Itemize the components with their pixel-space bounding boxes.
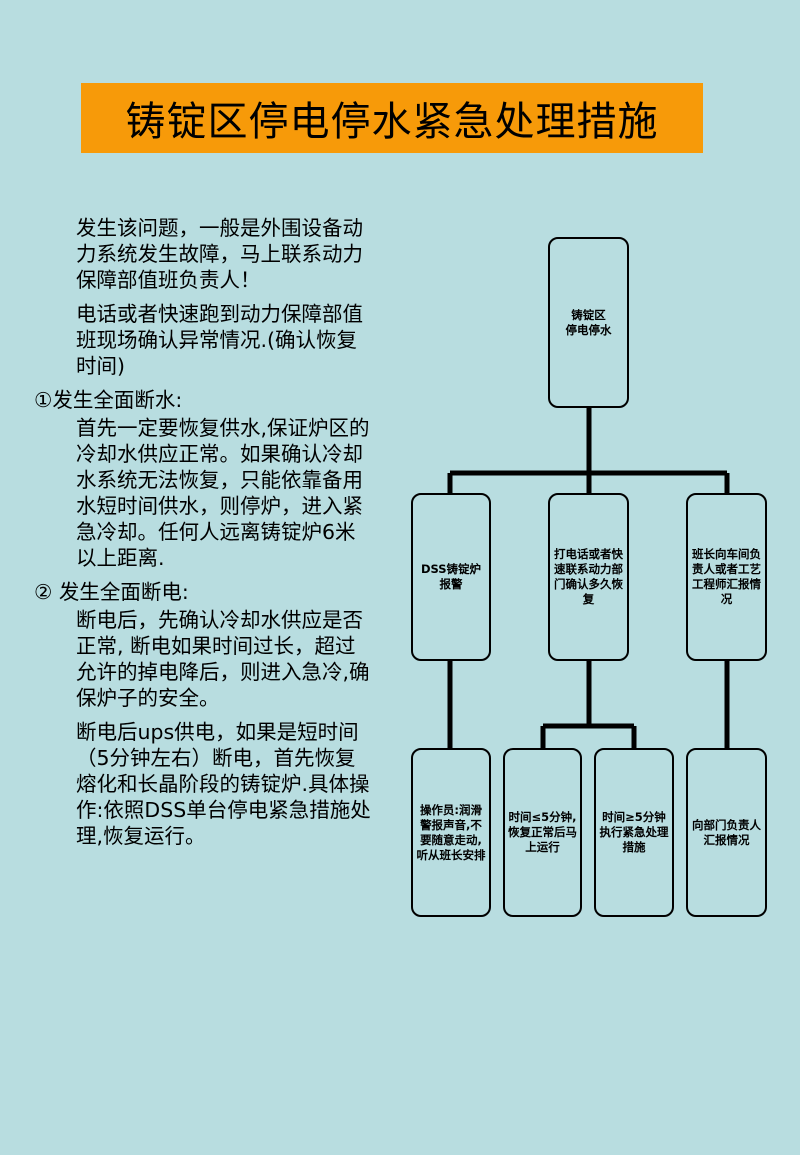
- flow-node-contact-power: 打电话或者快速联系动力部门确认多久恢复: [548, 493, 629, 661]
- flow-node-over-5min: 时间≥5分钟执行紧急处理措施: [594, 748, 674, 917]
- ups-paragraph: 断电后ups供电，如果是短时间（5分钟左右）断电，首先恢复熔化和长晶阶段的铸锭炉…: [76, 720, 371, 848]
- flow-node-alarm: DSS铸锭炉 报警: [411, 493, 491, 661]
- flow-node-under-5min: 时间≤5分钟,恢复正常后马上运行: [503, 748, 582, 917]
- water-outage-paragraph: 首先一定要恢复供水,保证炉区的冷却水供应正常。如果确认冷却水系统无法恢复，只能依…: [76, 416, 370, 570]
- flow-node-root: 铸锭区 停电停水: [548, 237, 629, 408]
- flow-node-report: 班长向车间负责人或者工艺工程师汇报情况: [686, 493, 767, 661]
- power-outage-heading: ② 发生全面断电:: [34, 580, 189, 604]
- contact-paragraph: 电话或者快速跑到动力保障部值班现场确认异常情况.(确认恢复时间): [76, 302, 363, 378]
- power-outage-paragraph: 断电后，先确认冷却水供应是否正常, 断电如果时间过长，超过允许的掉电降后，则进入…: [76, 608, 370, 710]
- page-title: 铸锭区停电停水紧急处理措施: [81, 83, 703, 153]
- intro-paragraph: 发生该问题，一般是外围设备动力系统发生故障，马上联系动力保障部值班负责人！: [76, 216, 363, 292]
- water-outage-heading: ①发生全面断水:: [34, 388, 183, 412]
- description-text: 发生该问题，一般是外围设备动力系统发生故障，马上联系动力保障部值班负责人！ 电话…: [34, 215, 374, 857]
- flow-node-operator: 操作员:润滑警报声音,不要随意走动,听从班长安排: [411, 748, 491, 917]
- flow-node-report-dept: 向部门负责人汇报情况: [686, 748, 767, 917]
